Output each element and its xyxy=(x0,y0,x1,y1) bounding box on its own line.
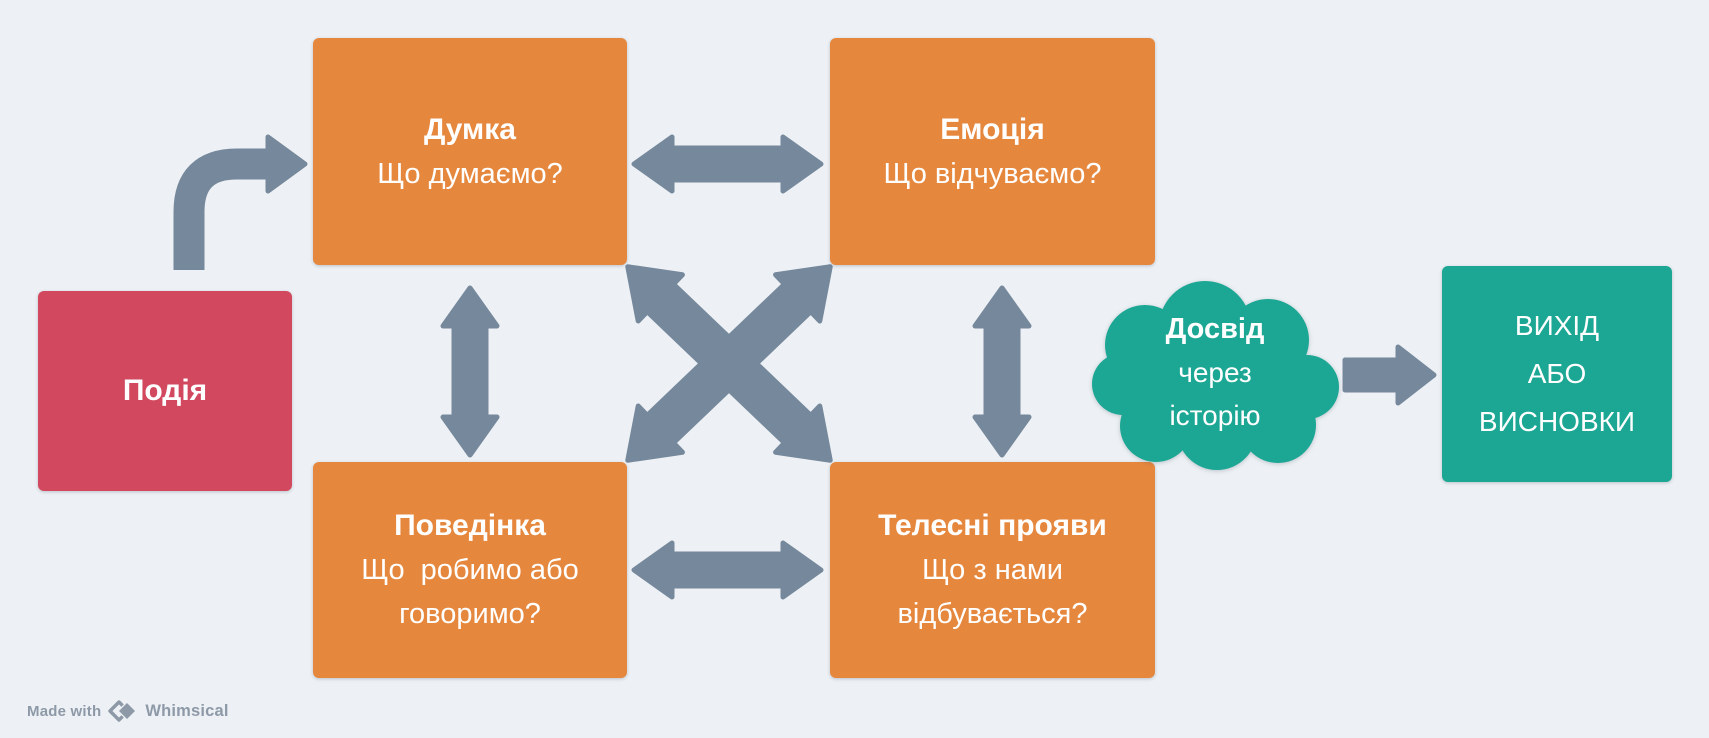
node-exit-or-conclusions: ВИХІД АБО ВИСНОВКИ xyxy=(1442,266,1672,482)
node-body-title: Телесні прояви xyxy=(878,509,1107,542)
node-behavior-subtitle-line2: говоримо? xyxy=(399,598,541,630)
node-experience-cloud: Досвід через історію xyxy=(1090,280,1340,470)
node-exit-line1: ВИХІД xyxy=(1514,310,1600,341)
node-body-manifestations: Телесні прояви Що з нами відбувається? xyxy=(830,462,1155,678)
node-emotion-subtitle: Що відчуваємо? xyxy=(883,157,1102,190)
arrow-behavior-body xyxy=(631,540,824,600)
whimsical-logo-icon xyxy=(108,700,138,722)
cloud-title: Досвід xyxy=(1165,313,1265,345)
node-thought-subtitle: Що думаємо? xyxy=(377,157,563,190)
node-emotion: Емоція Що відчуваємо? xyxy=(830,38,1155,265)
node-body-subtitle-line1: Що з нами xyxy=(921,554,1063,586)
node-exit-line2: АБО xyxy=(1527,358,1587,389)
node-behavior-title: Поведінка xyxy=(394,509,546,542)
arrow-emotion-body xyxy=(972,285,1032,458)
node-thought-title: Думка xyxy=(424,112,516,146)
arrow-event-to-thought xyxy=(173,134,308,270)
node-thought: Думка Що думаємо? xyxy=(313,38,627,265)
node-behavior: Поведінка Що робимо або говоримо? xyxy=(313,462,627,678)
whimsical-watermark-link[interactable]: Made with Whimsical xyxy=(27,698,229,724)
node-behavior-subtitle-line1: Що робимо або xyxy=(361,554,579,586)
arrow-thought-behavior xyxy=(440,285,500,458)
whimsical-brand-label: Whimsical xyxy=(145,701,229,720)
cloud-line2: історію xyxy=(1169,400,1261,431)
made-with-label: Made with xyxy=(27,702,102,720)
node-event-label: Подія xyxy=(122,374,208,407)
node-exit-line3: ВИСНОВКИ xyxy=(1478,406,1636,437)
arrow-cloud-to-exit xyxy=(1342,344,1437,406)
node-event: Подія xyxy=(38,291,292,491)
node-body-subtitle-line2: відбувається? xyxy=(897,598,1088,630)
cloud-line1: через xyxy=(1178,357,1252,388)
arrow-behavior-emotion xyxy=(625,264,833,463)
arrow-thought-emotion xyxy=(631,134,824,194)
node-emotion-title: Емоція xyxy=(940,112,1045,146)
cloud-icon xyxy=(1092,281,1339,470)
